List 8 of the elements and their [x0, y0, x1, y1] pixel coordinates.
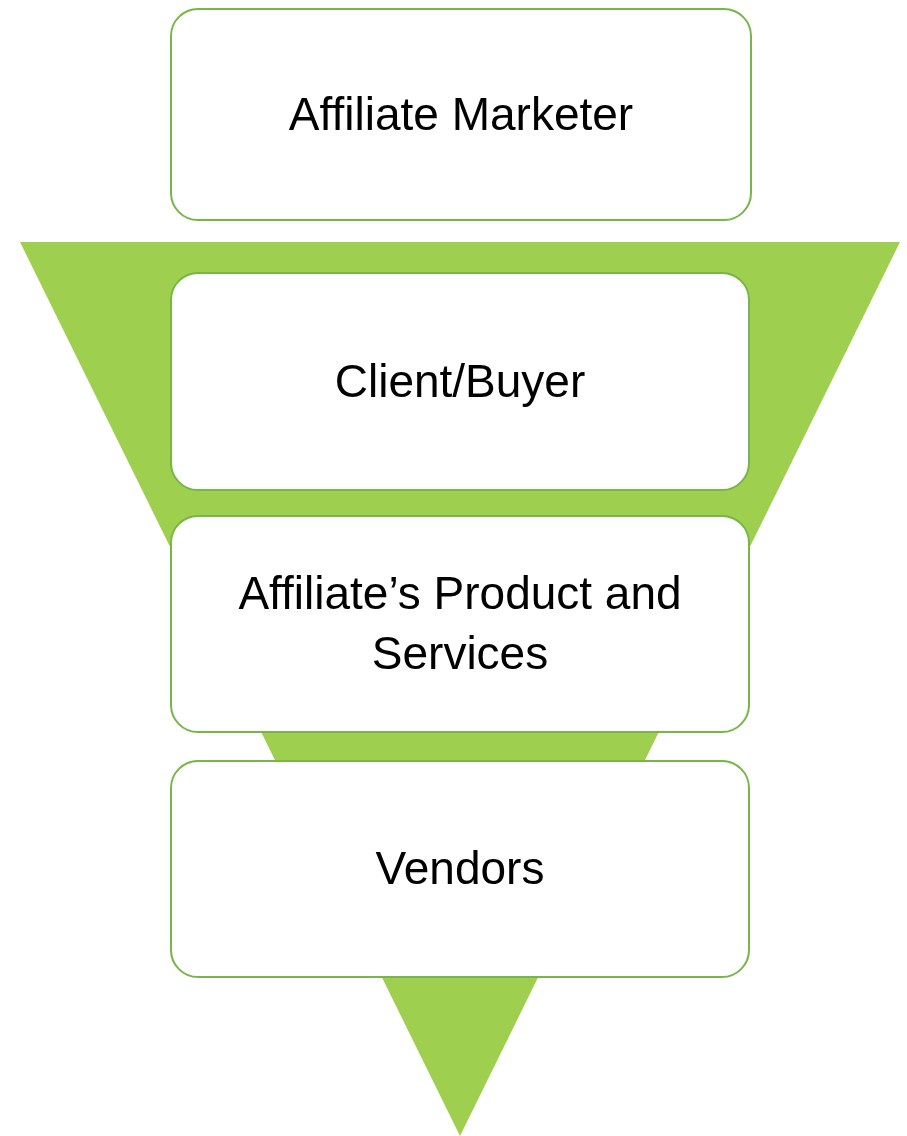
stage-box [170, 760, 750, 978]
stage-label: Client/Buyer [333, 353, 587, 409]
stage-label: Vendors [374, 841, 546, 897]
stage-label: Affiliate’s Product and Services [237, 566, 683, 681]
stage-label: Affiliate Marketer [287, 86, 635, 142]
stage-box [170, 515, 750, 733]
stage-box [170, 272, 750, 491]
stage-box [170, 8, 752, 221]
